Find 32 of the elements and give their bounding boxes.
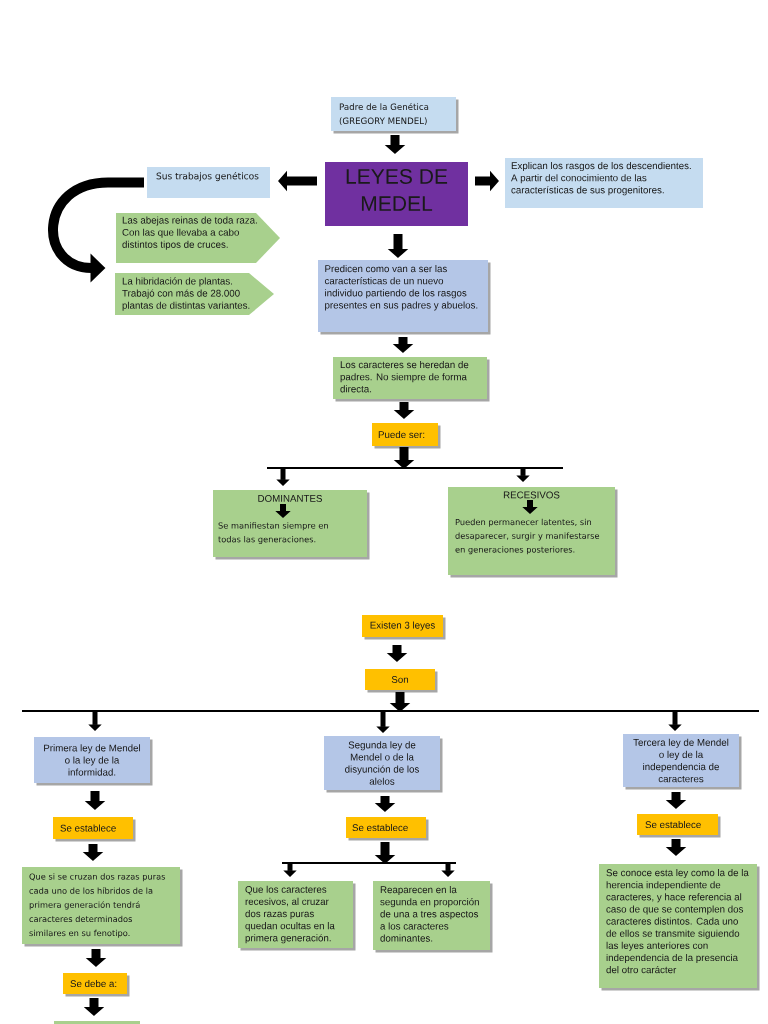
concept-box: Tercera ley de Mendel o ley de la independencia de caracteres: [623, 734, 742, 790]
concept-box: Explican los rasgos de los descendientes. A partir del conocimiento de las características de sus progenitores.: [505, 158, 703, 208]
arrow-shaped-box: Las abejas reinas de toda raza. Con las que llevaba a cabo distintos tipos de cruces.: [116, 213, 280, 263]
linking-word-box: Son: [365, 669, 438, 693]
concept-box: Primera ley de Mendel o la ley de la informidad.: [34, 737, 153, 786]
split-arrow: [266, 447, 564, 469]
concept-box: Padre de la Genética (GREGORY MENDEL): [331, 97, 459, 134]
split-arrow: [281, 842, 457, 864]
linking-word-box: Se establece: [53, 817, 136, 842]
concept-box: Predicen como van a ser las características de un nuevo individuo partiendo de los rasgos presentes en sus padres y abuelos.: [318, 260, 491, 335]
heading: RECESIVOS: [503, 491, 560, 499]
description: Pueden permanecer latentes, sin desaparecer, surgir y manifestarse en generaciones posteriores.: [455, 518, 600, 555]
arrow-shaped-box: La hibridación de plantas. Trabajó con más de 28.000 plantas de distintas variantes.: [115, 273, 274, 315]
linking-word-box: Se establece: [637, 814, 721, 838]
linking-word-box: Se establece: [346, 817, 429, 841]
concept-box: Se conoce esta ley como la de la herencia independiente de caracteres, y hace referencia al caso de que se contemplen dos caracteres distintos. Cada uno de ellos se transmite siguiendo las leyes anteriores con independencia de la presencia del otro carácter: [599, 864, 760, 991]
split-arrow: [21, 692, 760, 712]
linking-word-box: Puede ser:: [372, 423, 441, 449]
concept-box: Los caracteres se heredan de padres. No siempre de forma directa.: [333, 357, 490, 402]
title-box: LEYES DE MEDEL: [325, 162, 468, 226]
concept-box: Sus trabajos genéticos: [147, 167, 270, 198]
concept-box: Que los caracteres recesivos, al cruzar dos razas puras quedan ocultas en la primera generación.: [238, 881, 356, 951]
description: Se manifiestan siempre en todas las generaciones.: [218, 522, 328, 544]
linking-word-box: Existen 3 leyes: [362, 615, 446, 640]
concept-box: Segunda ley de Mendel o de la disyunción de los alelos: [324, 736, 443, 793]
concept-box: Reaparecen en la segunda en proporción de una a tres aspectos a los caracteres dominantes.: [373, 881, 493, 953]
heading: DOMINANTES: [258, 495, 322, 502]
concept-box: [213, 490, 370, 560]
concept-box: [448, 487, 618, 578]
linking-word-box: Se debe a:: [63, 973, 130, 997]
partial-box: [54, 1021, 140, 1024]
concept-box: Que si se cruzan dos razas puras cada uno de los híbridos de la primera generación tendrá caracteres determinados similares en su fenotipo.: [22, 867, 183, 947]
